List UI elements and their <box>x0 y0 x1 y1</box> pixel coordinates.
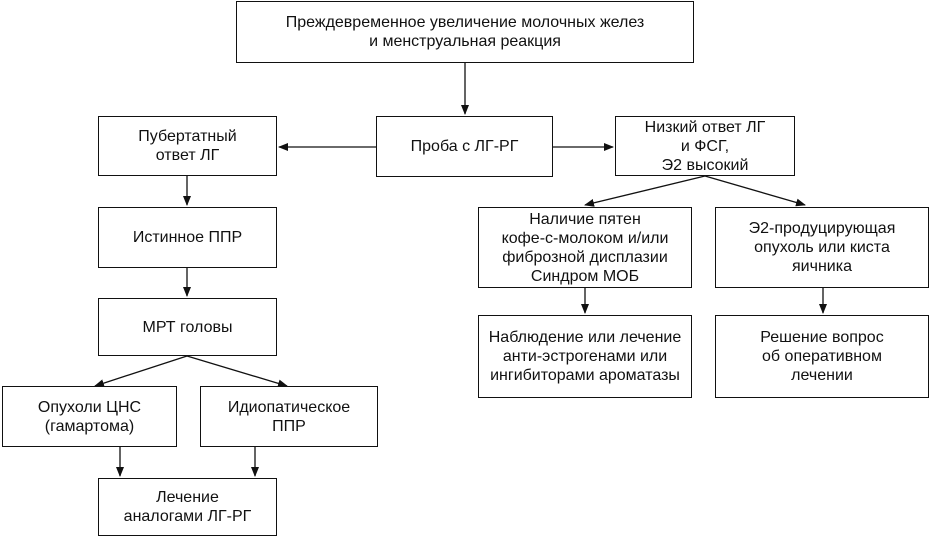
mri-text: МРТ головы <box>142 318 233 336</box>
cns-tumor-box: Опухоли ЦНС (гамартома) <box>2 386 177 447</box>
surgery-text: Решение вопрос об оперативном лечении <box>760 329 884 384</box>
low-response-text: Низкий ответ ЛГ и ФСГ, Э2 высокий <box>644 118 766 174</box>
arrow-mri-to-cns <box>94 355 188 388</box>
cns-tumor-text: Опухоли ЦНС (гамартома) <box>37 398 142 435</box>
mri-box: МРТ головы <box>98 298 277 356</box>
observation-text: Наблюдение или лечение анти-эстрогенами … <box>488 329 682 384</box>
e2-tumor-text: Э2-продуцирующая опухоль или киста яични… <box>748 220 896 275</box>
surgery-box: Решение вопрос об оперативном лечении <box>715 315 929 398</box>
arrow-mri-to-idiopathic <box>186 355 288 388</box>
arrow-low-to-spots <box>584 175 706 207</box>
treatment-text: Лечение аналогами ЛГ-РГ <box>123 489 252 525</box>
low-response-box: Низкий ответ ЛГ и ФСГ, Э2 высокий <box>615 116 795 176</box>
pubertal-box: Пубертатный ответ ЛГ <box>98 116 277 176</box>
pubertal-text: Пубертатный ответ ЛГ <box>138 128 237 164</box>
spots-box: Наличие пятен кофе-с-молоком и/или фибро… <box>478 207 692 288</box>
treatment-box: Лечение аналогами ЛГ-РГ <box>98 478 277 536</box>
arrow-low-to-tumor <box>704 175 806 207</box>
true-ppr-box: Истинное ППР <box>98 207 277 268</box>
test-text: Проба с ЛГ-РГ <box>410 138 519 155</box>
observation-box: Наблюдение или лечение анти-эстрогенами … <box>478 315 692 398</box>
idiopathic-box: Идиопатическое ППР <box>200 386 378 447</box>
root-text: Преждевременное увеличение молочных желе… <box>285 14 645 50</box>
root-box: Преждевременное увеличение молочных желе… <box>236 1 694 63</box>
idiopathic-text: Идиопатическое ППР <box>227 398 351 435</box>
test-box: Проба с ЛГ-РГ <box>376 116 553 177</box>
e2-tumor-box: Э2-продуцирующая опухоль или киста яични… <box>715 207 929 288</box>
true-ppr-text: Истинное ППР <box>132 229 243 246</box>
spots-text: Наличие пятен кофе-с-молоком и/или фибро… <box>501 210 669 285</box>
